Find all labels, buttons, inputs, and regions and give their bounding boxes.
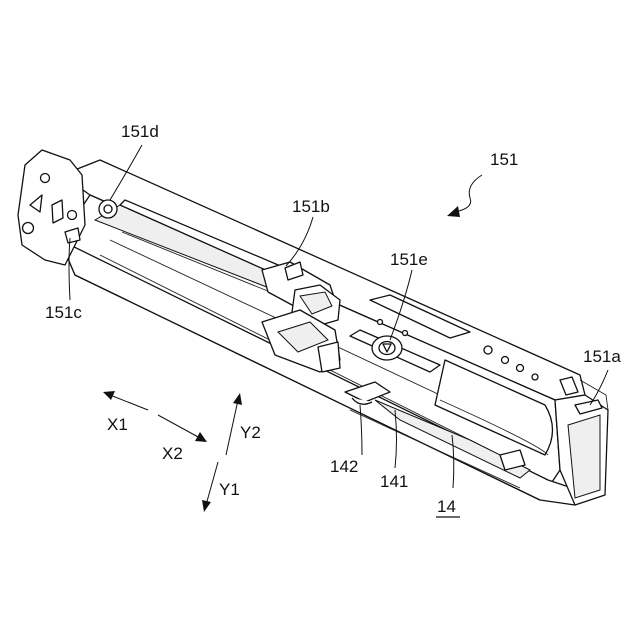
arrow-x2 [158,415,200,438]
label-151b: 151b [292,197,330,216]
arrowhead-151 [447,206,460,217]
label-141: 141 [380,472,408,491]
boss-151e [372,336,402,360]
leader-151 [455,175,482,212]
label-151d: 151d [121,122,159,141]
leader-151c [69,238,70,300]
label-x2: X2 [162,444,183,463]
label-151a: 151a [583,347,621,366]
label-151: 151 [490,150,518,169]
label-14: 14 [437,497,456,516]
arrow-y2 [226,400,238,455]
label-151e: 151e [390,250,428,269]
label-y2: Y2 [240,423,261,442]
arrow-x1 [110,395,148,410]
label-x1: X1 [107,415,128,434]
arrow-y1 [206,462,218,505]
label-y1: Y1 [219,480,240,499]
label-142: 142 [330,457,358,476]
label-151c: 151c [45,303,82,322]
